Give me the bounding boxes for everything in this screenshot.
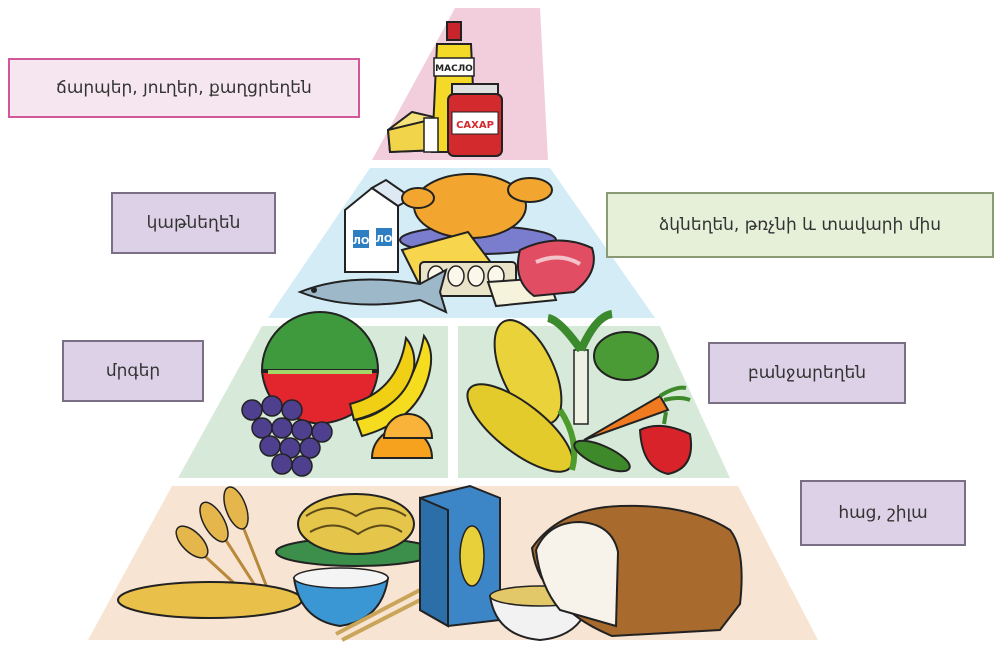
oil-bottle-label: МАСЛО [435,64,473,74]
label-bread-cereal: հաց, շիլա [800,480,966,546]
label-dairy: կաթնեղեն [111,192,276,254]
label-vegetables: բանջարեղեն [708,342,906,404]
label-fats-oils-sweets: ճարպեր, յուղեր, քաղցրեղեն [8,58,360,118]
leafy-greens-icon [594,332,658,380]
small-jar-icon [424,118,438,152]
milk-carton-label-1: ЛО [353,236,370,247]
sugar-jar-label: САХАР [456,120,494,131]
sugar-jar-icon: САХАР [448,84,502,156]
label-fruit: մրգեր [62,340,204,402]
label-fish-poultry-meat: ձկնեղեն, թռչնի և տավարի միս [606,192,994,258]
cereal-box-icon [420,486,500,626]
milk-carton-label-2: ЛО [376,234,393,245]
baguette-icon [118,582,302,618]
